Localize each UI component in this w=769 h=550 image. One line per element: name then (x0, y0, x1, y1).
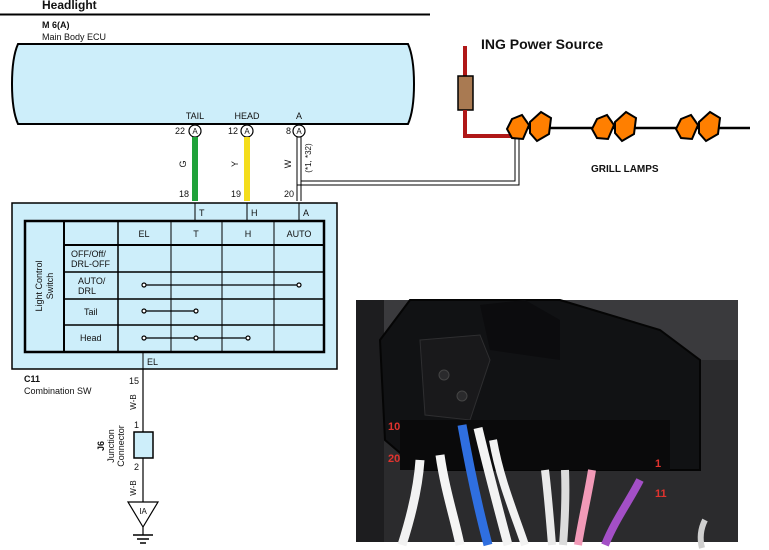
row-off-line2: DRL-OFF (71, 259, 110, 269)
main-body-ecu-box (11, 43, 415, 125)
connector-face (419, 334, 491, 421)
pin-number-22: 22 (175, 126, 185, 136)
head-dot-t (193, 335, 199, 341)
photo-wire-white-6 (559, 469, 570, 546)
ecu-code: M 6(A) (42, 20, 70, 30)
photo-wire-pink (574, 469, 596, 546)
switch-side-label-2: Switch (45, 273, 55, 300)
photo-wire-purple (601, 478, 644, 547)
tail-dot-el (141, 308, 147, 314)
lamp-3b-icon (698, 110, 722, 143)
connector-a-auto (292, 124, 306, 138)
grill-lamps-label: GRILL LAMPS (591, 164, 659, 175)
col-header-auto: AUTO (287, 229, 312, 239)
connector-latch (480, 300, 560, 360)
wire-note: (*1, *32) (304, 143, 313, 173)
photo-wire-white-1 (397, 459, 425, 547)
junction-line1: Junction (106, 429, 116, 463)
lamp-feed-inner (301, 136, 516, 182)
photo-left-shade (356, 300, 384, 542)
ecu-name: Main Body ECU (42, 32, 106, 42)
photo-wire-white-3 (473, 426, 513, 547)
switch-pin-19: 19 (231, 189, 241, 199)
lamp-3a-icon (674, 113, 700, 141)
connector-a-auto-letter: A (296, 127, 302, 136)
row-auto-line1: AUTO/ (78, 276, 106, 286)
row-head: Head (80, 333, 102, 343)
lamp-2b-icon (614, 110, 638, 143)
ground-label: IA (139, 507, 147, 516)
wire-color-w: W (283, 159, 293, 168)
switch-pin-20: 20 (284, 189, 294, 199)
tail-dot-t (193, 308, 199, 314)
wire-color-g: G (178, 160, 188, 167)
photo-wire-white-4 (489, 439, 529, 547)
lower-wire-color-bottom: W-B (129, 480, 138, 495)
ground-triangle (126, 501, 160, 529)
red-wire-bottom (463, 110, 512, 138)
auto-dot-auto (296, 282, 302, 288)
switch-pin-18: 18 (179, 189, 189, 199)
junction-pin-2: 2 (134, 462, 139, 472)
diagram-title: Headlight (42, 0, 97, 12)
grill-lamps (505, 110, 722, 143)
photo-wire-white-5 (541, 469, 556, 546)
col-header-el: EL (138, 229, 149, 239)
light-control-table (23, 219, 326, 354)
photo-wire-white-2 (435, 454, 465, 546)
col-header-h: H (245, 229, 252, 239)
junction-line2: Connector (116, 425, 126, 467)
lamp-feed-outer (297, 136, 520, 186)
row-auto-line2: DRL (78, 286, 96, 296)
table-frame (23, 219, 326, 354)
connector-a-tail-letter: A (192, 127, 198, 136)
photo-pin-1: 1 (655, 458, 661, 470)
terminal-t: T (199, 208, 205, 218)
ing-power-label: ING Power Source (481, 36, 603, 52)
switch-side-label-1: Light Control (34, 260, 44, 311)
lamp-1b-icon (529, 110, 553, 143)
col-header-t: T (193, 229, 199, 239)
pin-number-8: 8 (286, 126, 291, 136)
pin-label-head: HEAD (234, 111, 260, 121)
green-tail-wire (192, 137, 198, 201)
lower-pin-15: 15 (129, 376, 139, 386)
row-tail: Tail (84, 307, 98, 317)
combo-code: C11 (24, 374, 40, 384)
photo-pin-20: 20 (388, 453, 400, 465)
head-dot-el (141, 335, 147, 341)
lamp-1a-icon (505, 113, 531, 141)
row-off-line1: OFF/Off/ (71, 249, 106, 259)
photo-detail-2 (456, 390, 468, 402)
photo-wire-blue (457, 424, 493, 547)
wire-color-y: Y (230, 161, 240, 167)
terminal-a: A (303, 208, 309, 218)
lamp-2a-icon (590, 113, 616, 141)
el-label: EL (147, 357, 158, 367)
pin-number-12: 12 (228, 126, 238, 136)
pin-label-a: A (296, 111, 302, 121)
connector-a-head-letter: A (244, 127, 250, 136)
pin-label-tail: TAIL (186, 111, 204, 121)
auto-dot-el (141, 282, 147, 288)
lower-wire-color-top: W-B (129, 394, 138, 409)
photo-wire-edge (697, 518, 708, 549)
junction-code: J6 (96, 441, 106, 451)
connector-photo: 10 20 1 11 (356, 299, 738, 549)
junction-pin-1: 1 (134, 420, 139, 430)
terminal-h: H (251, 208, 258, 218)
switch-connections (141, 282, 302, 341)
photo-pin-10: 10 (388, 421, 400, 433)
fuse (457, 75, 474, 111)
head-dot-h (245, 335, 251, 341)
yellow-head-wire (244, 137, 250, 201)
junction-connector-box (133, 431, 154, 459)
photo-pin-11: 11 (655, 488, 667, 500)
combo-name: Combination SW (24, 386, 92, 396)
photo-detail-1 (438, 369, 450, 381)
